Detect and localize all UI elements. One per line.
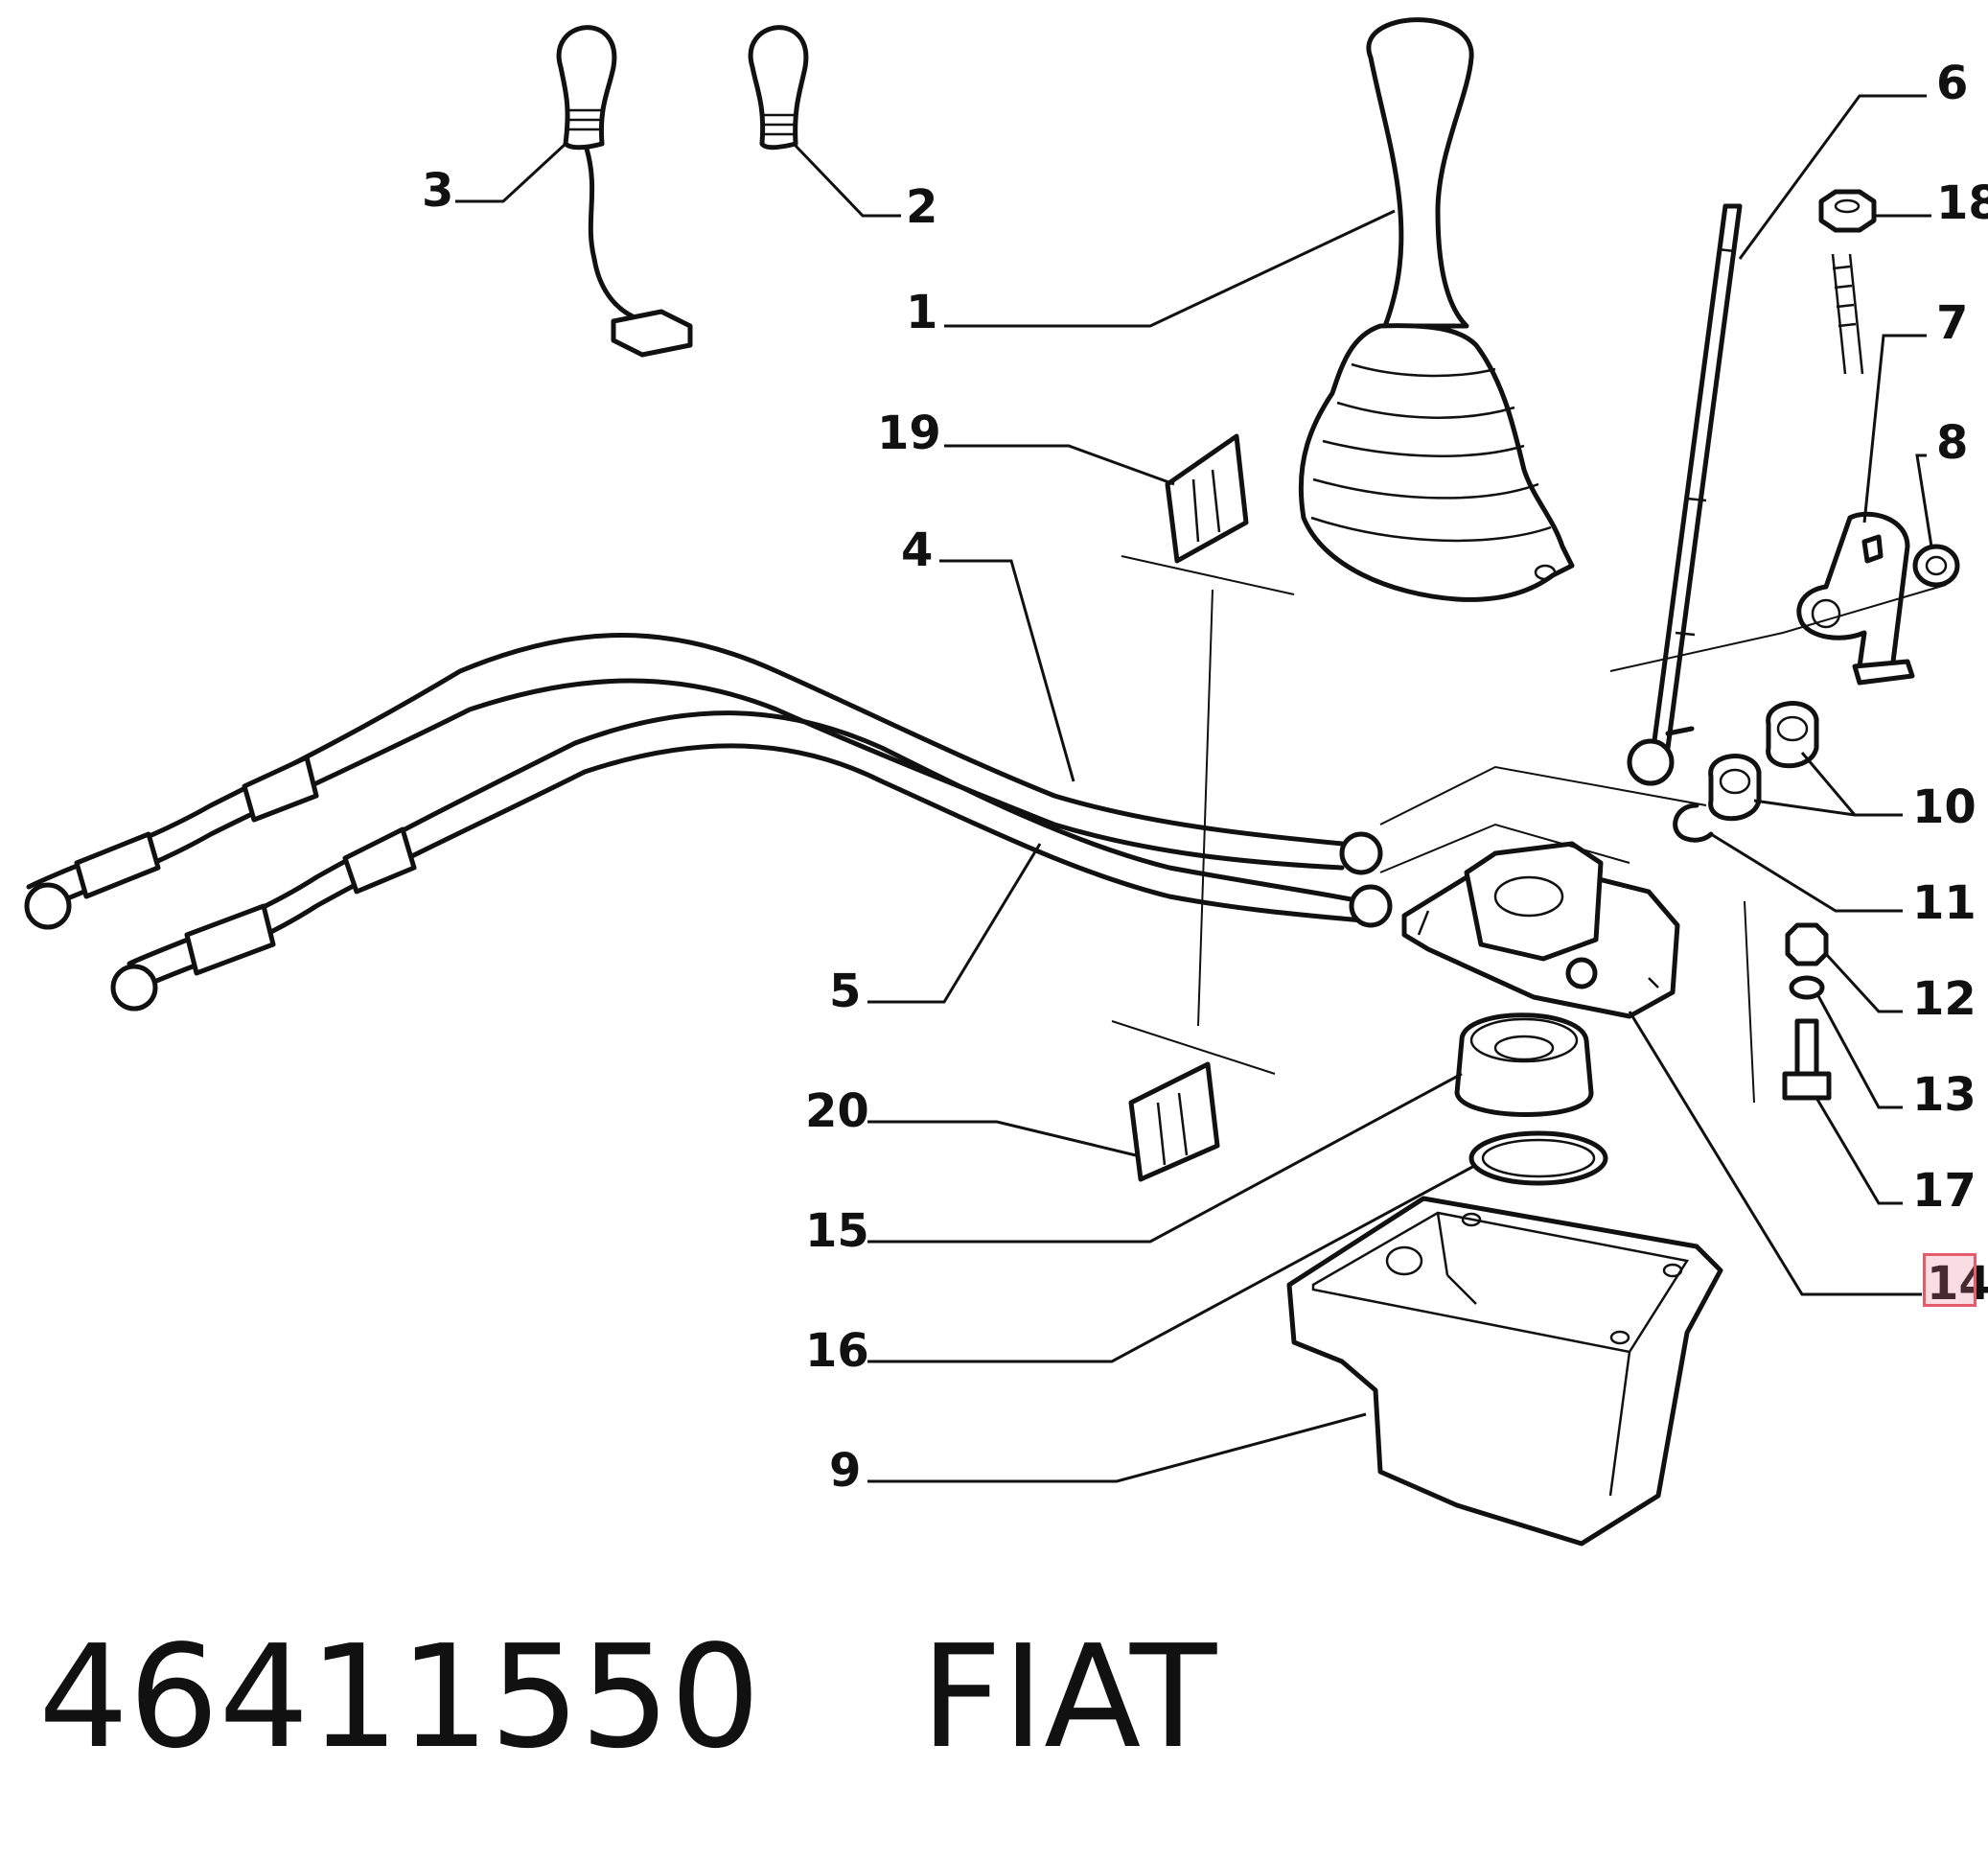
brand-name: FIAT xyxy=(920,1615,1217,1780)
part-5-cable xyxy=(110,710,1393,1012)
part-2-knob xyxy=(748,25,809,151)
callout-19: 19 xyxy=(877,407,1175,486)
callout-10: 10 xyxy=(1753,752,1976,834)
svg-text:7: 7 xyxy=(1936,296,1968,350)
part-19-clip xyxy=(1165,433,1249,564)
svg-text:8: 8 xyxy=(1936,416,1968,470)
callout-16: 16 xyxy=(805,1163,1477,1378)
callout-7: 7 xyxy=(1862,296,1968,523)
svg-text:16: 16 xyxy=(805,1324,869,1378)
callout-14: 14 xyxy=(1628,1011,1988,1311)
part-3-knob-with-cable xyxy=(556,25,693,358)
callout-15: 15 xyxy=(805,1072,1463,1258)
highlight-box-14 xyxy=(1923,1253,1976,1307)
svg-text:13: 13 xyxy=(1912,1068,1976,1122)
callout-18: 18 xyxy=(1874,176,1988,230)
callout-3: 3 xyxy=(422,142,567,218)
callout-5: 5 xyxy=(829,843,1042,1018)
callout-9: 9 xyxy=(829,1412,1367,1498)
svg-text:2: 2 xyxy=(906,180,937,234)
callout-1: 1 xyxy=(906,209,1396,339)
callout-17: 17 xyxy=(1815,1097,1976,1218)
callout-6: 6 xyxy=(1738,57,1968,260)
part-8-bushing xyxy=(1912,544,1960,588)
svg-text:20: 20 xyxy=(805,1084,869,1138)
svg-text:14: 14 xyxy=(1927,1257,1988,1311)
svg-text:6: 6 xyxy=(1936,57,1968,110)
assembly-guide-lines xyxy=(1111,555,1947,1104)
svg-text:10: 10 xyxy=(1912,780,1976,834)
part-7-bracket xyxy=(1796,511,1915,686)
part-18-nut xyxy=(1818,189,1877,375)
part-6-selector-rod xyxy=(1627,203,1743,786)
caption: 46411550 FIAT xyxy=(38,1620,1216,1774)
part-20-clip xyxy=(1128,1061,1220,1182)
svg-text:19: 19 xyxy=(877,407,941,460)
svg-text:5: 5 xyxy=(829,965,861,1018)
svg-text:9: 9 xyxy=(829,1444,861,1498)
svg-text:1: 1 xyxy=(906,286,937,339)
part-14-cable-bracket xyxy=(1401,841,1680,1019)
svg-text:18: 18 xyxy=(1936,176,1988,230)
part-16-o-ring xyxy=(1468,1130,1608,1186)
part-11-clip xyxy=(1673,803,1714,843)
svg-text:3: 3 xyxy=(422,164,453,218)
callout-2: 2 xyxy=(794,144,937,234)
part-number: 46411550 xyxy=(38,1615,761,1780)
callout-8: 8 xyxy=(1915,416,1968,547)
part-15-seal xyxy=(1454,1012,1594,1117)
part-1-lever-boot xyxy=(1298,17,1575,602)
callout-20: 20 xyxy=(805,1084,1137,1157)
svg-text:4: 4 xyxy=(901,523,933,577)
svg-text:11: 11 xyxy=(1912,876,1976,930)
part-4-cable xyxy=(24,633,1383,930)
svg-text:17: 17 xyxy=(1912,1164,1976,1218)
svg-text:15: 15 xyxy=(805,1204,869,1258)
part-10-bushings xyxy=(1708,701,1819,822)
callout-4: 4 xyxy=(901,523,1075,782)
part-9-housing xyxy=(1286,1196,1723,1547)
callout-13: 13 xyxy=(1815,991,1976,1122)
svg-text:12: 12 xyxy=(1912,972,1976,1026)
callout-12: 12 xyxy=(1824,952,1976,1026)
part-17-bolt xyxy=(1782,1018,1832,1101)
callout-11: 11 xyxy=(1710,832,1976,930)
part-13-washer xyxy=(1789,975,1825,1000)
part-12-nut xyxy=(1785,922,1829,966)
